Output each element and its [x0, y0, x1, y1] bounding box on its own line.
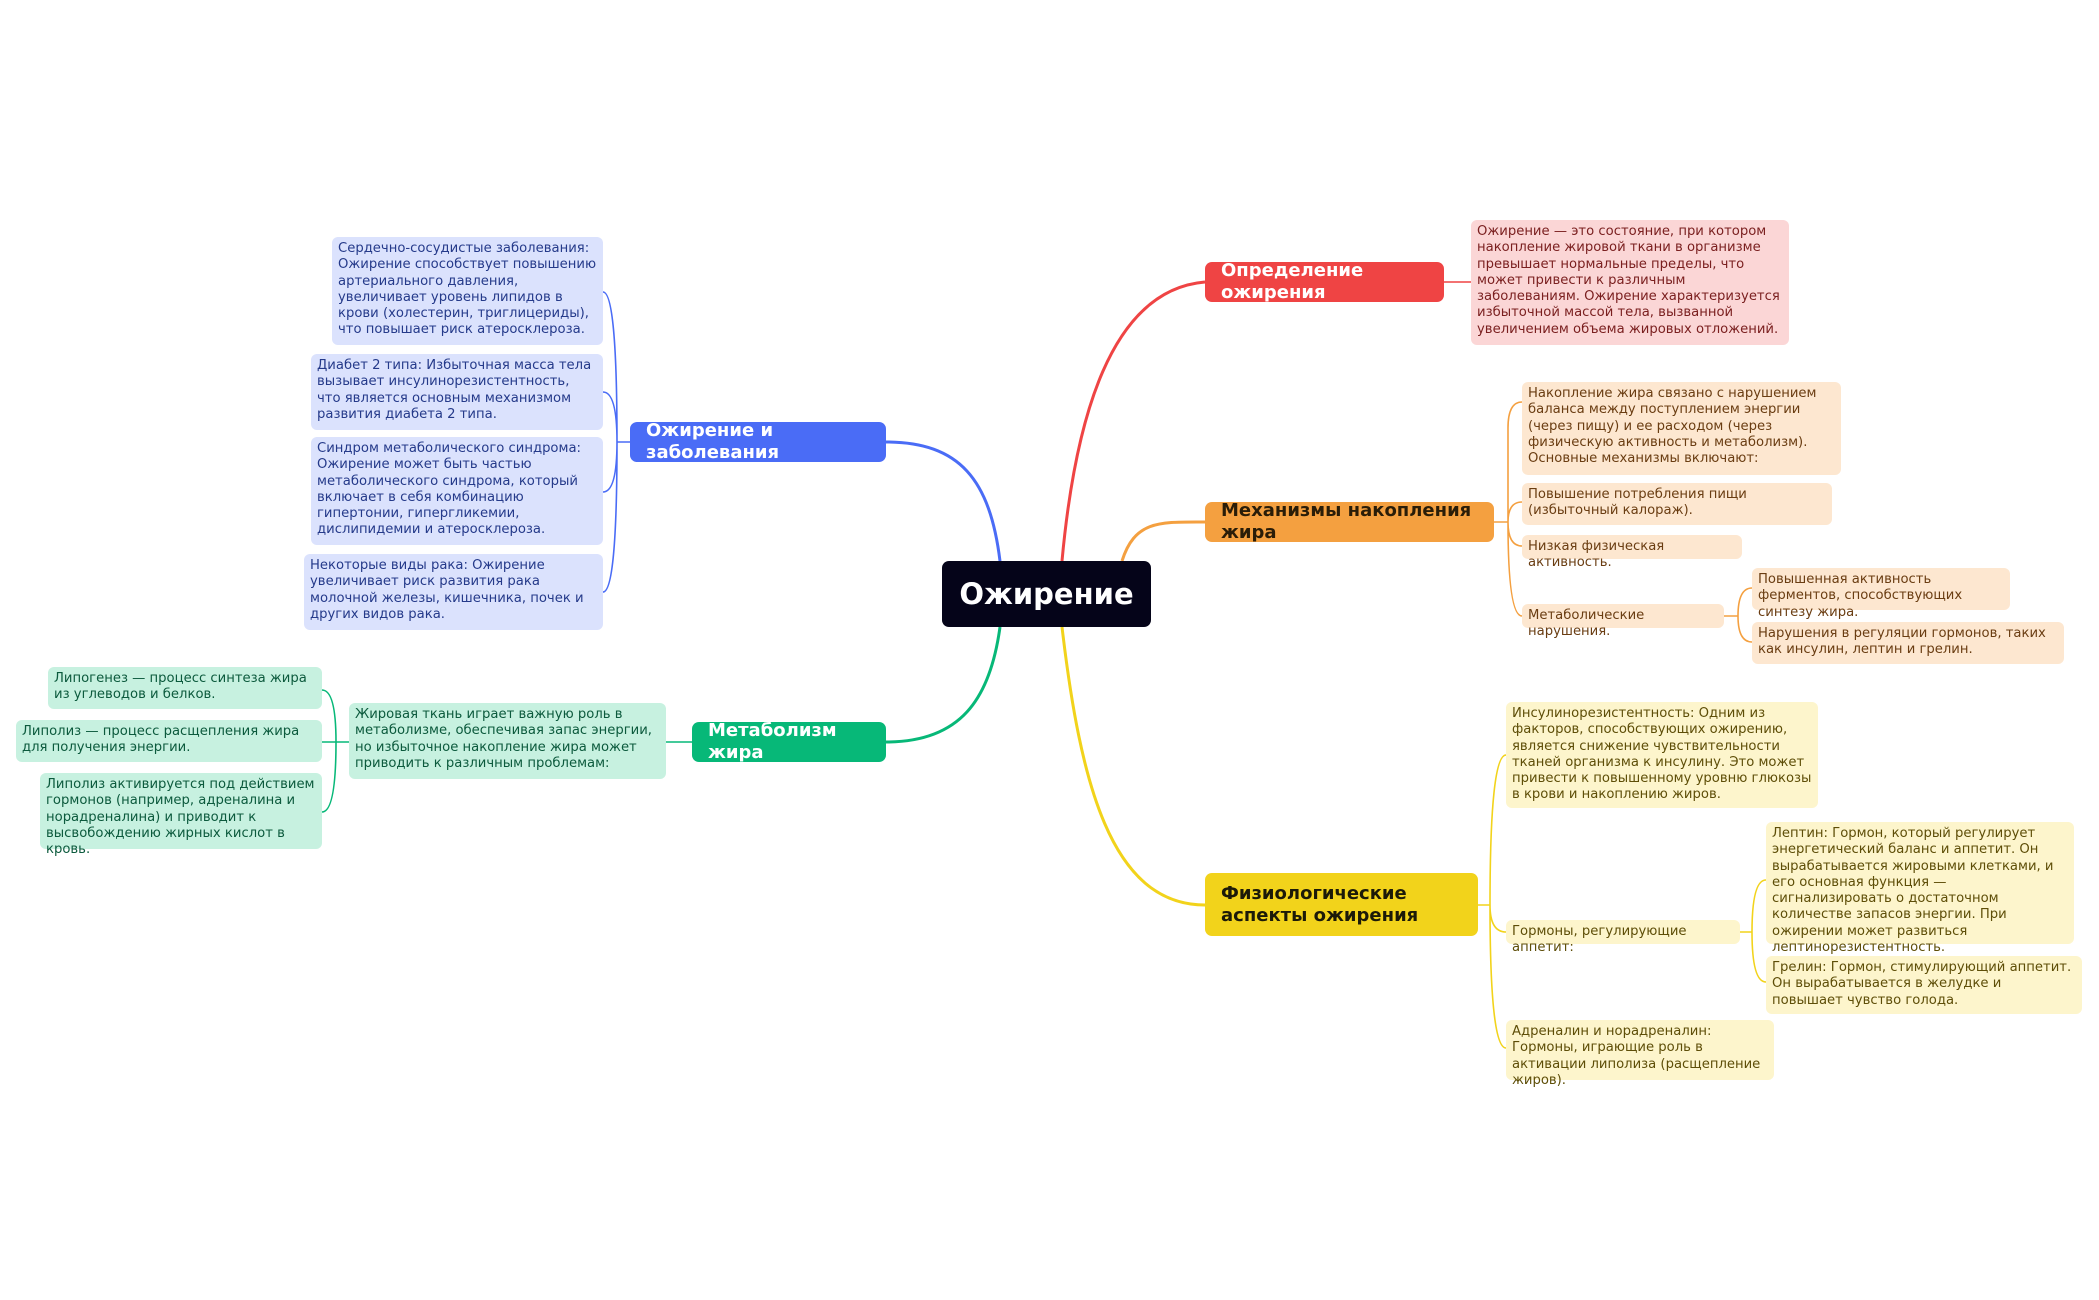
- link-root-definition: [1060, 280, 1206, 562]
- branch-definition[interactable]: Определение ожирения: [1205, 260, 1444, 303]
- mechanisms-hormones[interactable]: Нарушения в регуляции гормонов, таких ка…: [1752, 622, 2064, 664]
- link-root-mechanisms: [1120, 520, 1206, 562]
- mechanisms-low-activity[interactable]: Низкая физическая активность.: [1522, 535, 1742, 570]
- link-metabolic-fan: [1724, 587, 1753, 643]
- mechanisms-metabolic[interactable]: Метаболические нарушения.: [1522, 604, 1724, 639]
- mechanisms-intro[interactable]: Накопление жира связано с нарушением бал…: [1522, 382, 1841, 475]
- physiology-leptin[interactable]: Лептин: Гормон, который регулирует энерг…: [1766, 822, 2074, 955]
- diseases-diabetes[interactable]: Диабет 2 типа: Избыточная масса тела выз…: [311, 354, 603, 430]
- branch-diseases[interactable]: Ожирение и заболевания: [630, 420, 886, 463]
- link-appetite-fan: [1740, 879, 1767, 983]
- diseases-cancer[interactable]: Некоторые виды рака: Ожирение увеличивае…: [304, 554, 603, 630]
- link-diseases-fan: [602, 291, 630, 593]
- link-mechanisms-fan: [1494, 401, 1523, 617]
- link-physiology-fan: [1478, 754, 1507, 1049]
- branch-metabolism[interactable]: Метаболизм жира: [692, 720, 886, 763]
- metabolism-lipolysis[interactable]: Липолиз — процесс расщепления жира для п…: [16, 720, 322, 762]
- branch-physiology[interactable]: Физиологические аспекты ожирения: [1205, 873, 1478, 936]
- branch-mechanisms[interactable]: Механизмы накопления жира: [1205, 500, 1494, 543]
- physiology-adrenaline[interactable]: Адреналин и норадреналин: Гормоны, играю…: [1506, 1020, 1774, 1088]
- link-metabolism-fan: [321, 689, 349, 813]
- link-root-metabolism: [885, 626, 1002, 744]
- metabolism-lipogenesis[interactable]: Липогенез — процесс синтеза жира из угле…: [48, 667, 322, 709]
- diseases-metabolic-syndrome[interactable]: Синдром метаболического синдрома: Ожирен…: [311, 437, 603, 545]
- physiology-insulin[interactable]: Инсулинорезистентность: Одним из факторо…: [1506, 702, 1818, 808]
- mechanisms-enzymes[interactable]: Повышенная активность ферментов, способс…: [1752, 568, 2010, 620]
- metabolism-role[interactable]: Жировая ткань играет важную роль в метаб…: [349, 703, 666, 779]
- mechanisms-overeating[interactable]: Повышение потребления пищи (избыточный к…: [1522, 483, 1832, 525]
- root-topic[interactable]: Ожирение: [942, 561, 1151, 627]
- definition-text[interactable]: Ожирение — это состояние, при котором на…: [1471, 220, 1789, 345]
- link-root-physiology: [1060, 626, 1206, 907]
- diseases-cardio[interactable]: Сердечно-сосудистые заболевания: Ожирени…: [332, 237, 603, 345]
- physiology-appetite-hormones[interactable]: Гормоны, регулирующие аппетит:: [1506, 920, 1740, 955]
- metabolism-lipolysis-activation[interactable]: Липолиз активируется под действием гормо…: [40, 773, 322, 857]
- physiology-ghrelin[interactable]: Грелин: Гормон, стимулирующий аппетит. О…: [1766, 956, 2082, 1014]
- link-root-diseases: [885, 440, 1002, 562]
